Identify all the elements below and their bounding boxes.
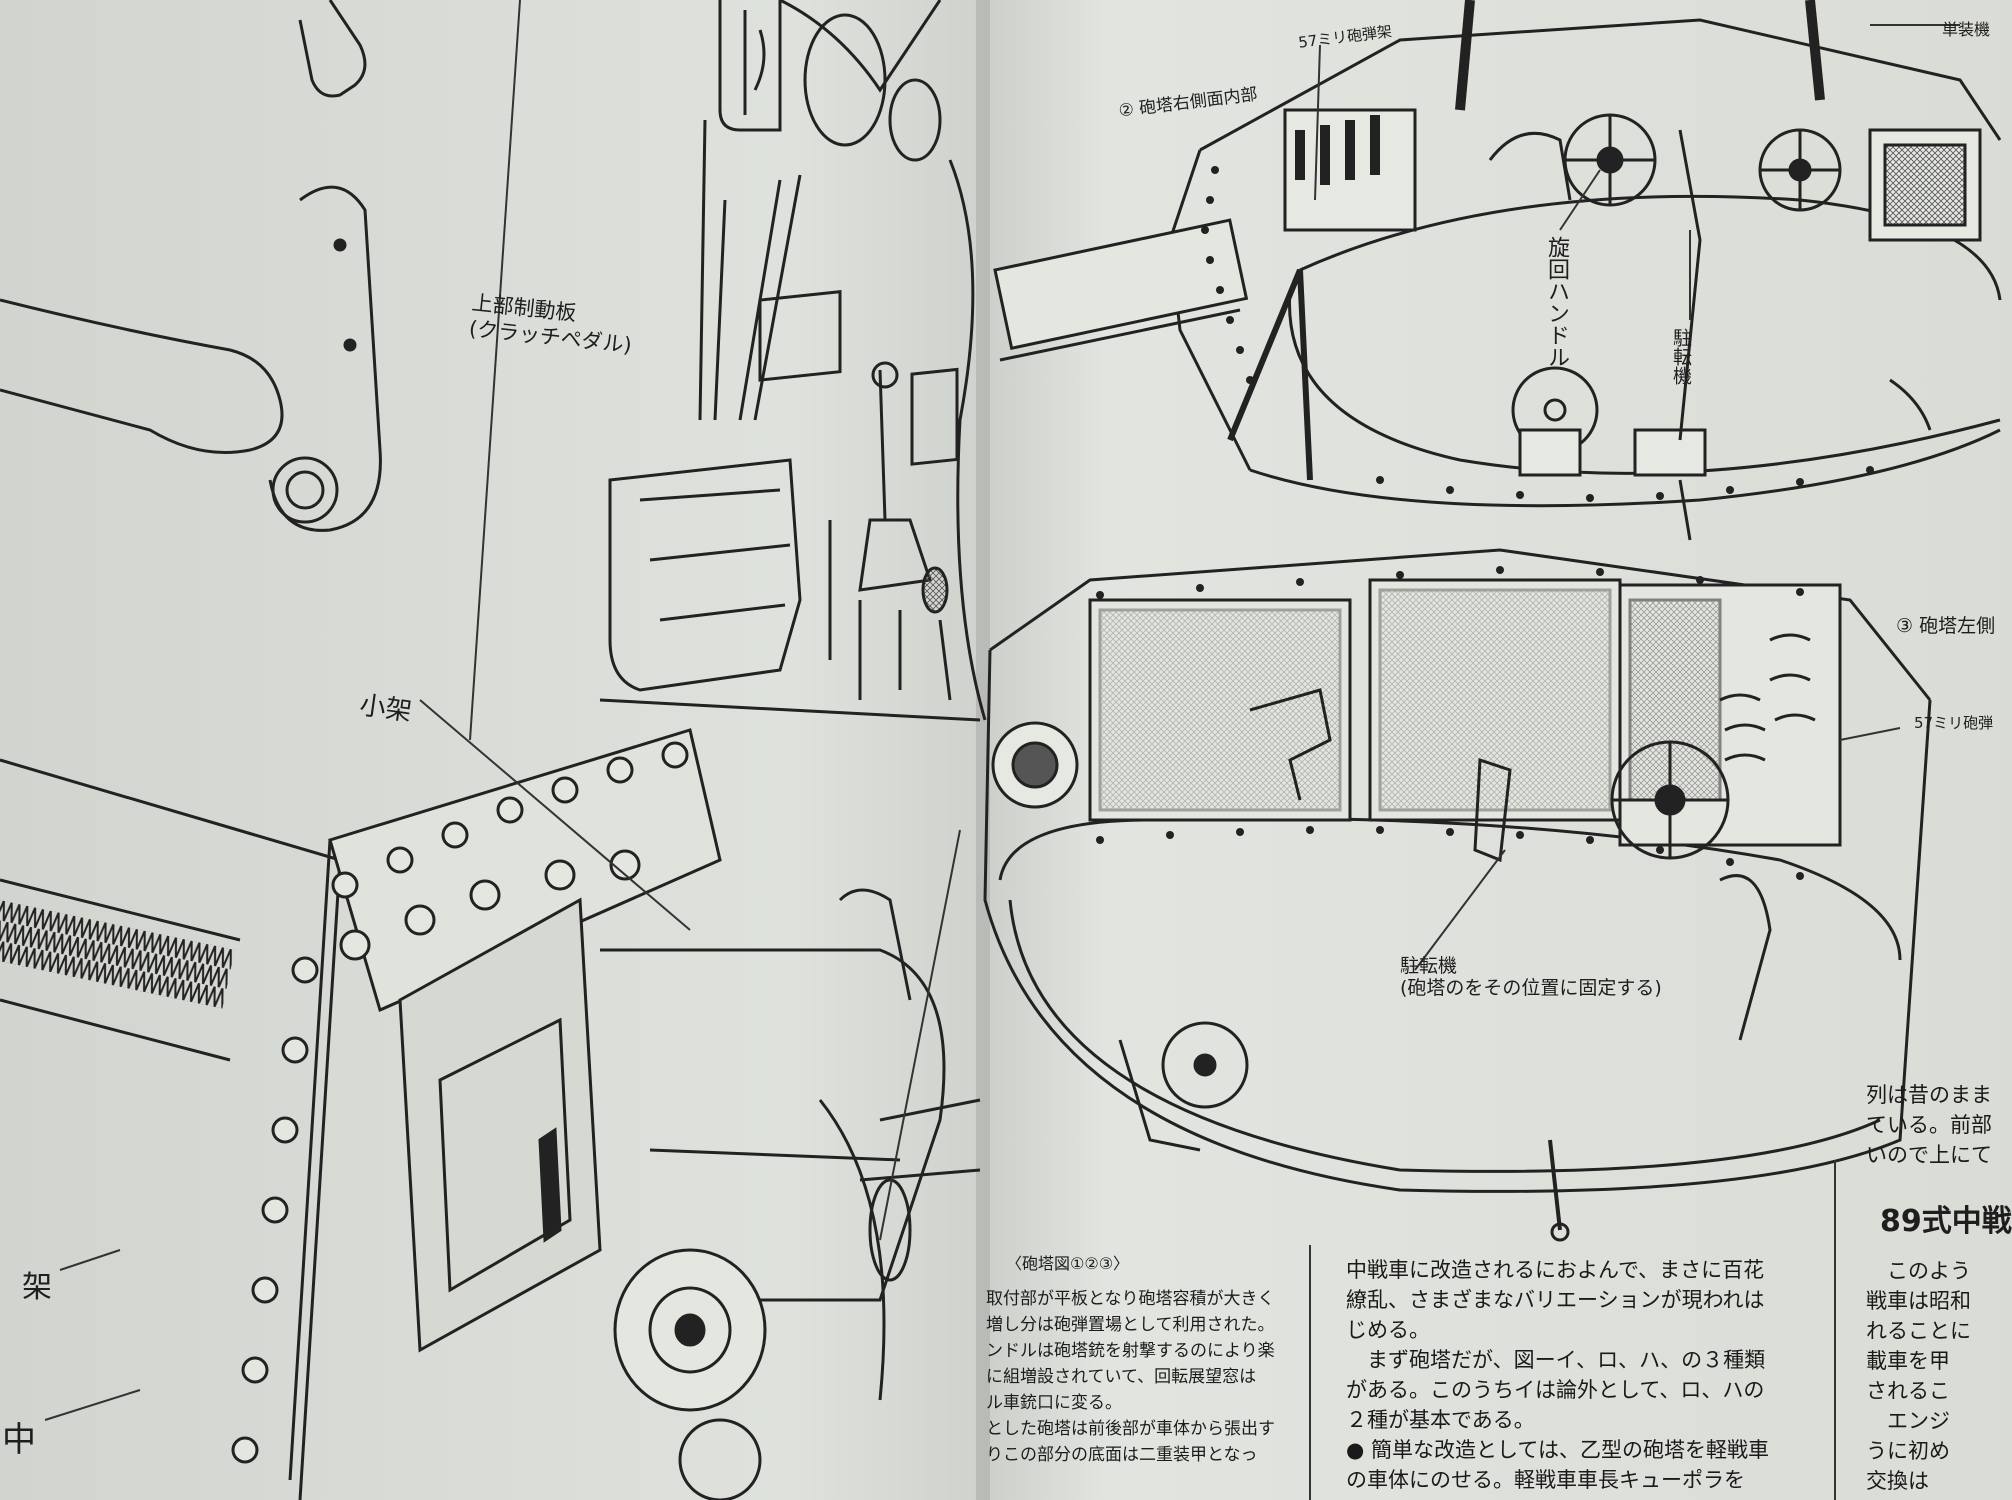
caption-block: 〈砲塔図①②③〉 取付部が平板となり砲塔容積が大きく 増し分は砲弾置場として利用… bbox=[986, 1250, 1306, 1468]
right-top-line: 列は昔のまま bbox=[1866, 1083, 1992, 1107]
upper-turret-rivets bbox=[1201, 166, 1874, 502]
traverse-handle-label: 旋回ハンドル bbox=[1544, 236, 1569, 368]
lower-traverse-lock-label: 駐転機 (砲塔のをその位置に固定する) bbox=[1400, 955, 1662, 999]
caption-line: ンドルは砲塔銃を射撃するのにより楽 bbox=[986, 1341, 1275, 1361]
caption-line: に組増設されていて、回転展望窓は bbox=[986, 1367, 1257, 1387]
right-body-line: このよう bbox=[1866, 1259, 1971, 1283]
lower-ammo-rack-label: 57ミリ砲弾 bbox=[1914, 714, 1994, 732]
body-line: がある。このうちイは論外として、ロ、ハの bbox=[1346, 1378, 1765, 1402]
right-top-line: ている。前部 bbox=[1866, 1113, 1992, 1137]
caption-line: 取付部が平板となり砲塔容積が大きく bbox=[986, 1289, 1275, 1309]
gun-breech-drawing bbox=[0, 728, 981, 1500]
right-body-line: 交換は bbox=[1866, 1469, 1929, 1493]
right-body-line: されるこ bbox=[1866, 1379, 1950, 1403]
upper-traverse-lock-label: 駐転機 bbox=[1670, 328, 1692, 385]
left-edge-label-upper: 架 bbox=[22, 1270, 52, 1305]
lower-turret-rivets bbox=[1096, 566, 1804, 880]
section-heading-type89: 89式中戦 bbox=[1880, 1204, 2012, 1239]
right-top-line: いので上にて bbox=[1866, 1143, 1992, 1167]
small-frame-label: 小架 bbox=[357, 690, 414, 728]
lower-view-title: ③ 砲塔左側 bbox=[1896, 615, 1996, 637]
leader-line bbox=[469, 0, 521, 741]
lower-turret-drawing bbox=[983, 548, 1932, 1242]
right-body-column: このよう 戦車は昭和 れることに 載車を甲 されるこ エンジ うに初め 交換は bbox=[1866, 1256, 2000, 1496]
body-text-column: 中戦車に改造されるにおよんで、まさに百花 繚乱、さまざまなバリエーションが現われ… bbox=[1346, 1255, 1826, 1495]
book-gutter bbox=[976, 0, 990, 1500]
left-edge-label-lower: 中 bbox=[2, 1420, 36, 1460]
leader-lines bbox=[44, 699, 961, 1421]
lower-leader-lines bbox=[1414, 727, 1901, 971]
right-body-line: れることに bbox=[1866, 1319, 1971, 1343]
caption-line: ル車銃口に変る。 bbox=[986, 1393, 1122, 1413]
control-levers-drawing bbox=[599, 0, 987, 722]
upper-leader-lines bbox=[1314, 24, 1960, 320]
right-body-line: うに初め bbox=[1866, 1439, 1950, 1463]
rivet-row bbox=[231, 741, 689, 1464]
body-line: まず砲塔だが、図ーイ、ロ、ハ、の３種類 bbox=[1346, 1348, 1766, 1372]
caption-lines: 取付部が平板となり砲塔容積が大きく 増し分は砲弾置場として利用された。 ンドルは… bbox=[986, 1286, 1306, 1468]
upper-turret-drawing bbox=[993, 0, 2002, 541]
body-line: の車体にのせる。軽戦車車長キューポラを bbox=[1346, 1468, 1745, 1492]
upper-top-right-label: 単装機 bbox=[1942, 20, 1991, 39]
right-body-line: 載車を甲 bbox=[1866, 1349, 1950, 1373]
caption-line: りこの部分の底面は二重装甲となっ bbox=[986, 1445, 1258, 1465]
body-line: 中戦車に改造されるにおよんで、まさに百花 bbox=[1346, 1258, 1765, 1282]
body-line: 繚乱、さまざまなバリエーションが現われは bbox=[1346, 1288, 1765, 1312]
right-body-line: エンジ bbox=[1866, 1409, 1950, 1433]
caption-line: とした砲塔は前後部が車体から張出す bbox=[986, 1419, 1275, 1439]
right-partial-column: 列は昔のまま ている。前部 いので上にて bbox=[1866, 1080, 2000, 1170]
right-body-line: 戦車は昭和 bbox=[1866, 1289, 1971, 1313]
body-line: ● 簡単な改造としては、乙型の砲塔を軽戦車 bbox=[1346, 1438, 1769, 1462]
pedal-lever-drawing bbox=[0, 0, 382, 532]
body-line: ２種が基本である。 bbox=[1346, 1408, 1535, 1432]
body-line: じめる。 bbox=[1346, 1318, 1430, 1342]
caption-heading: 〈砲塔図①②③〉 bbox=[1006, 1254, 1130, 1273]
caption-line: 増し分は砲弾置場として利用された。 bbox=[986, 1315, 1275, 1335]
